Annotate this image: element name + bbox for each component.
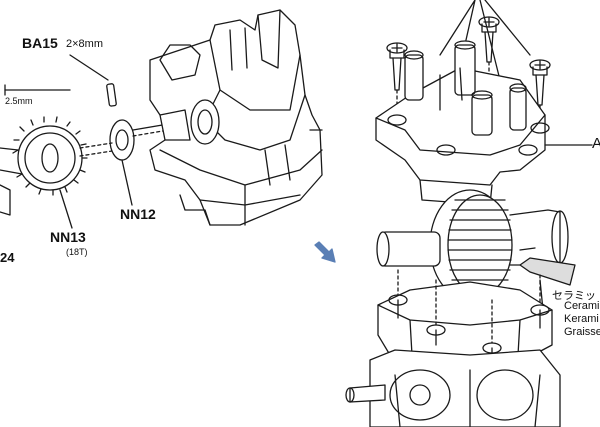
- screw-1: [386, 42, 408, 91]
- label-ba15-size: 2×8mm: [66, 38, 103, 50]
- grease-arrow: [519, 257, 576, 286]
- gearbox-housing-left: [149, 9, 323, 226]
- belt-edge: [0, 184, 11, 216]
- bearing-nn12: [79, 119, 181, 161]
- nn13-leader-line: [59, 189, 73, 229]
- nn12-leader-line: [121, 159, 133, 206]
- note-japanese: セラミッ: [552, 290, 596, 302]
- center-gear-and-shaft: [376, 189, 569, 301]
- label-ba15: BA15: [22, 35, 58, 51]
- gearbox-bottom-assembly: [345, 349, 561, 427]
- label-nn12: NN12: [120, 206, 156, 222]
- step-arrow-icon: [314, 241, 336, 263]
- pin-ba15: [106, 83, 117, 107]
- ba15-leader-line: [69, 54, 109, 81]
- pulley-nn13: [0, 116, 88, 196]
- label-nn13-teeth: (18T): [66, 247, 88, 257]
- label-part-a: A: [592, 135, 600, 152]
- label-nn13: NN13: [50, 229, 86, 245]
- gearbox-housing-upper: [375, 40, 550, 206]
- label-dimension: 2.5mm: [5, 96, 33, 106]
- top-leader-lines: [439, 0, 531, 81]
- note-french-1: Kerami: [564, 313, 599, 325]
- label-edge-number: 24: [0, 250, 15, 265]
- lower-guide-lines: [397, 269, 541, 344]
- note-german: Cerami: [564, 300, 600, 312]
- screw-2: [478, 16, 500, 63]
- note-french-2: Graisse: [564, 326, 600, 338]
